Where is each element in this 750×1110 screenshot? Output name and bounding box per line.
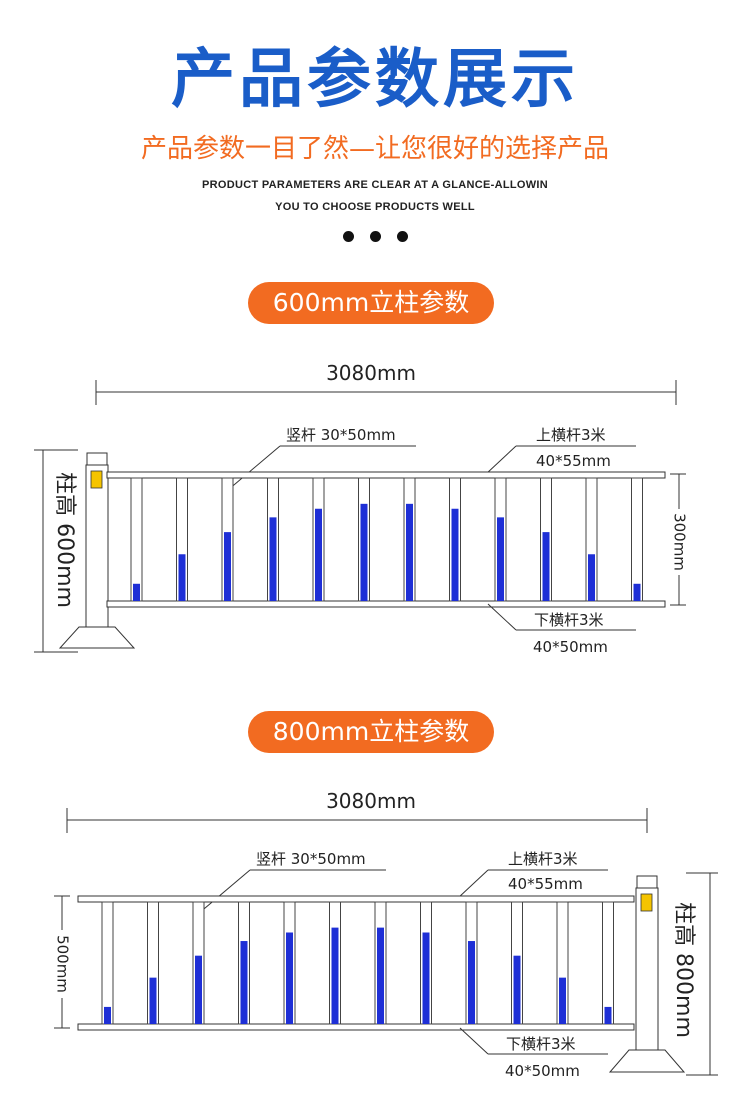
vertical-bar-callout-leader	[197, 869, 251, 915]
vertical-bars	[101, 901, 614, 1025]
vertical-bar-blue-fill	[604, 1006, 612, 1024]
vertical-bar-label: 竖杆 30*50mm	[256, 850, 366, 868]
post-base	[58, 626, 136, 649]
bottom-rail	[106, 600, 666, 608]
bottom-rail-callout-leader	[487, 603, 517, 631]
vertical-bar-blue-fill	[497, 517, 504, 601]
dot-icon	[369, 231, 381, 242]
vertical-bar-label: 竖杆 30*50mm	[286, 426, 396, 444]
english-tagline-2: YOU TO CHOOSE PRODUCTS WELL	[275, 201, 475, 213]
vertical-bar-blue-fill	[286, 932, 293, 1024]
vertical-bar-blue-fill	[331, 927, 339, 1024]
bottom-rail-callout-leader	[459, 1027, 489, 1055]
bottom-rail-name: 下横杆3米	[506, 1035, 576, 1053]
vertical-bar-blue-fill	[149, 977, 157, 1024]
top-rail-name: 上横杆3米	[508, 850, 578, 868]
top-rail-size: 40*55mm	[536, 452, 611, 470]
vertical-bar-blue-fill	[422, 932, 430, 1024]
vertical-bar-blue-fill	[559, 977, 566, 1024]
vertical-bar-blue-fill	[240, 941, 248, 1024]
section-label-600: 600mm立柱参数	[248, 282, 494, 324]
post-body	[635, 887, 659, 1052]
vertical-bar-blue-fill	[513, 955, 521, 1024]
post-height-label: 柱高 800mm	[671, 902, 696, 1038]
vertical-bar	[602, 901, 614, 1025]
vertical-bar-blue-fill	[406, 503, 413, 601]
panel-height-label: 500mm	[54, 935, 72, 993]
vertical-bar-blue-fill	[468, 941, 475, 1024]
vertical-bar-blue-fill	[360, 503, 368, 601]
dot-icon	[342, 231, 354, 242]
vertical-bar-blue-fill	[133, 583, 140, 601]
vertical-bar-blue-fill	[104, 1006, 111, 1024]
panel-height-label: 300mm	[671, 513, 689, 571]
page-title: 产品参数展示	[171, 43, 579, 117]
post-base	[608, 1049, 686, 1073]
vertical-bar	[101, 901, 114, 1025]
reflector-icon	[640, 893, 653, 912]
top-rail-callout-leader	[485, 445, 517, 475]
vertical-bars	[130, 477, 643, 602]
post-height-label: 柱高 600mm	[52, 472, 77, 608]
vertical-bar-blue-fill	[451, 508, 459, 601]
vertical-bar-blue-fill	[315, 508, 322, 601]
top-rail	[77, 895, 635, 903]
bottom-rail	[77, 1023, 635, 1031]
top-rail-name: 上横杆3米	[536, 426, 606, 444]
vertical-bar-blue-fill	[588, 554, 595, 601]
section-label-800: 800mm立柱参数	[248, 711, 494, 753]
bottom-rail-size: 40*50mm	[505, 1062, 580, 1080]
decorative-dots	[0, 229, 750, 247]
vertical-bar-blue-fill	[195, 955, 202, 1024]
page-subtitle: 产品参数一目了然—让您很好的选择产品	[140, 134, 609, 164]
english-tagline-1: PRODUCT PARAMETERS ARE CLEAR AT A GLANCE…	[201, 179, 548, 191]
vertical-bar-blue-fill	[377, 927, 384, 1024]
vertical-bar-blue-fill	[633, 583, 641, 601]
reflector-icon	[90, 470, 103, 489]
vertical-bar-blue-fill	[542, 532, 550, 601]
top-rail-size: 40*55mm	[508, 875, 583, 893]
top-rail	[106, 471, 666, 479]
top-rail-callout-leader	[457, 869, 489, 899]
vertical-bar-blue-fill	[224, 532, 231, 601]
width-dimension-label: 3080mm	[326, 789, 416, 813]
width-dimension-label: 3080mm	[326, 361, 416, 385]
vertical-bar-callout-leader	[227, 445, 281, 491]
vertical-bar-blue-fill	[269, 517, 277, 601]
dot-icon	[396, 231, 408, 242]
bottom-rail-name: 下横杆3米	[534, 611, 604, 629]
bottom-rail-size: 40*50mm	[533, 638, 608, 656]
post-cap	[636, 875, 658, 889]
vertical-bar-blue-fill	[178, 554, 186, 601]
